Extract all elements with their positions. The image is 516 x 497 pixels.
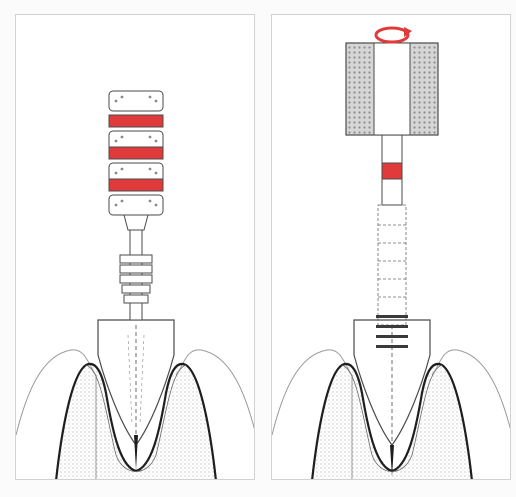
red-band-3 (109, 179, 163, 191)
panel-right (271, 14, 511, 480)
panel-left-drawing (16, 15, 255, 480)
driver-ridges (120, 255, 152, 303)
driver-handle-stack (109, 91, 163, 215)
panel-right-drawing (272, 15, 511, 480)
drill-tip (134, 435, 138, 470)
rotate-clockwise-icon (376, 27, 412, 42)
red-band-2 (109, 147, 163, 159)
panel-left (15, 14, 255, 480)
red-band (382, 163, 402, 179)
red-band-1 (109, 115, 163, 127)
internal-screw-threads (378, 205, 406, 325)
